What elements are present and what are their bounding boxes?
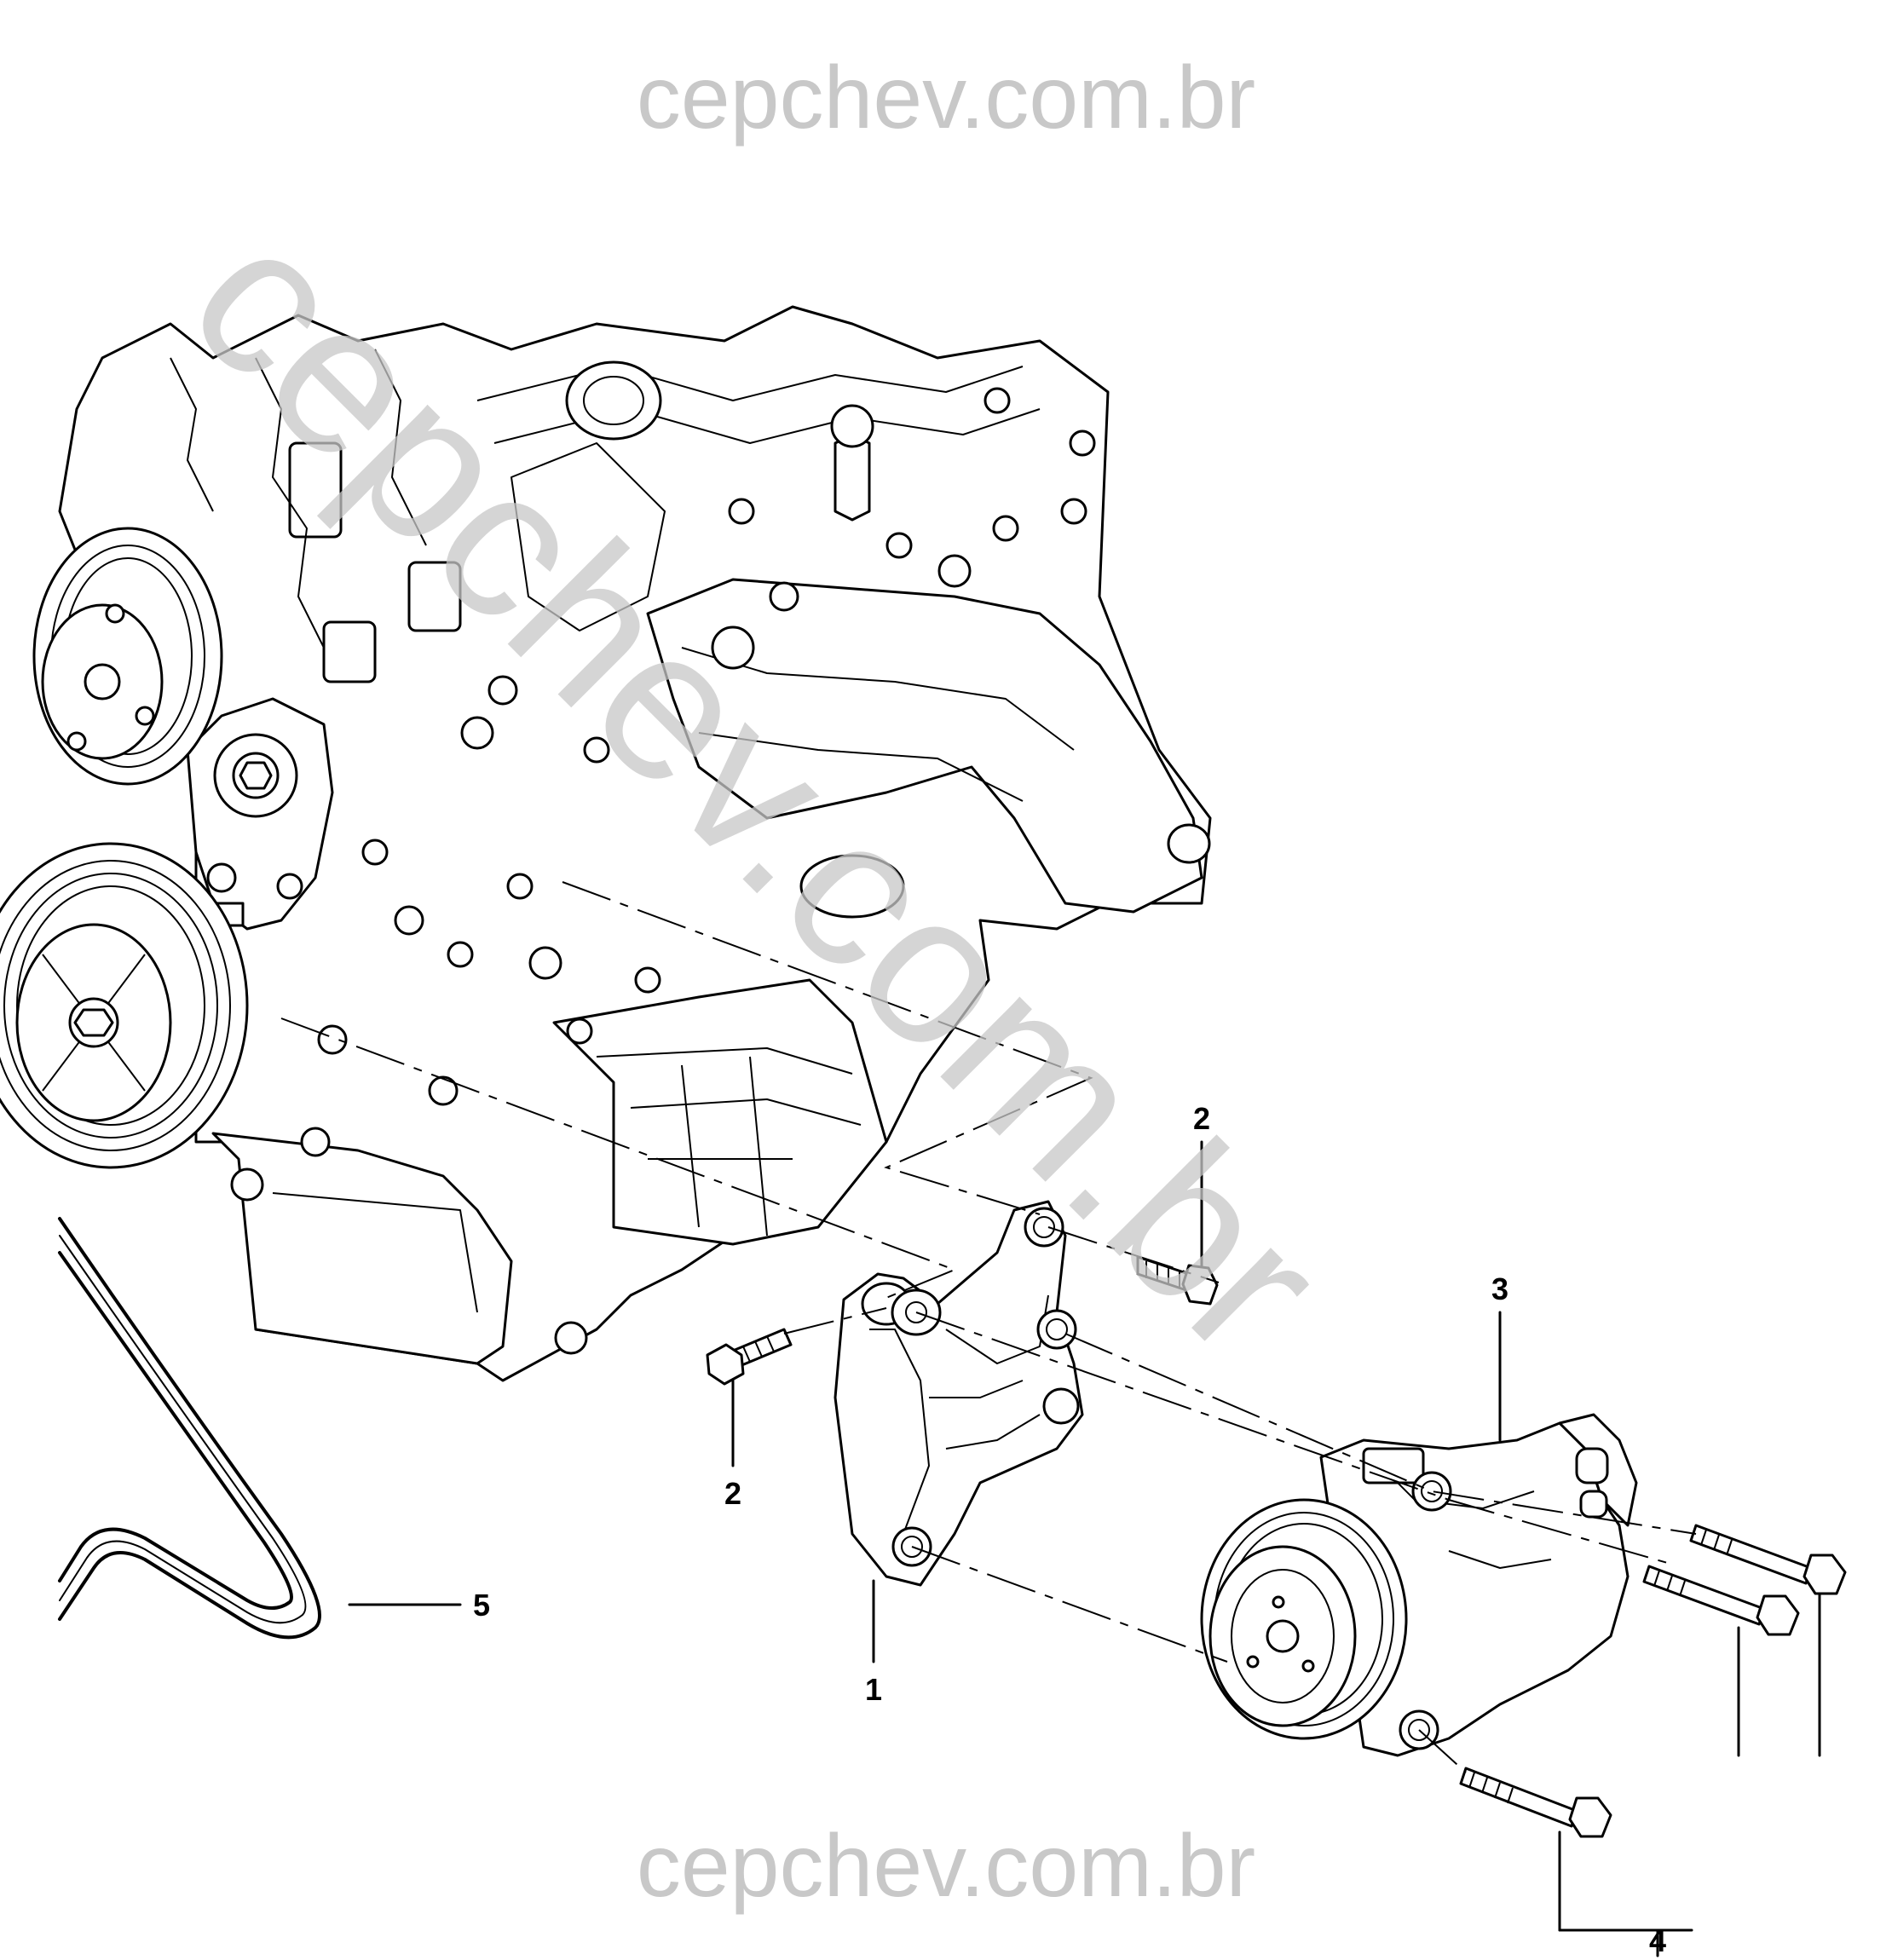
compressor-bracket (834, 1200, 1084, 1587)
callout-2-label-left: 2 (724, 1476, 741, 1511)
callout-4-label: 4 (1649, 1923, 1666, 1958)
callout-1-label: 1 (865, 1672, 882, 1707)
callout-2-label-upper: 2 (1193, 1101, 1210, 1136)
compressor-bolt-upper-a (1642, 1565, 1800, 1636)
drive-belt (58, 1217, 321, 1640)
watermark-top: cepchev.com.br (637, 49, 1255, 147)
callout-5-label: 5 (473, 1588, 490, 1623)
compressor-bolt-upper-b (1689, 1524, 1847, 1595)
callout-leaders (348, 1140, 1821, 1957)
engine-assembly (0, 305, 1212, 1382)
ac-compressor (1200, 1413, 1638, 1757)
alignment-lines (280, 881, 1697, 1773)
compressor-bolt-lower (1459, 1767, 1612, 1838)
callout-3-label: 3 (1491, 1271, 1508, 1306)
bracket-bolt-upper (1136, 1255, 1219, 1306)
bracket-bolt-left (706, 1328, 793, 1386)
watermark-bottom: cepchev.com.br (637, 1817, 1255, 1916)
